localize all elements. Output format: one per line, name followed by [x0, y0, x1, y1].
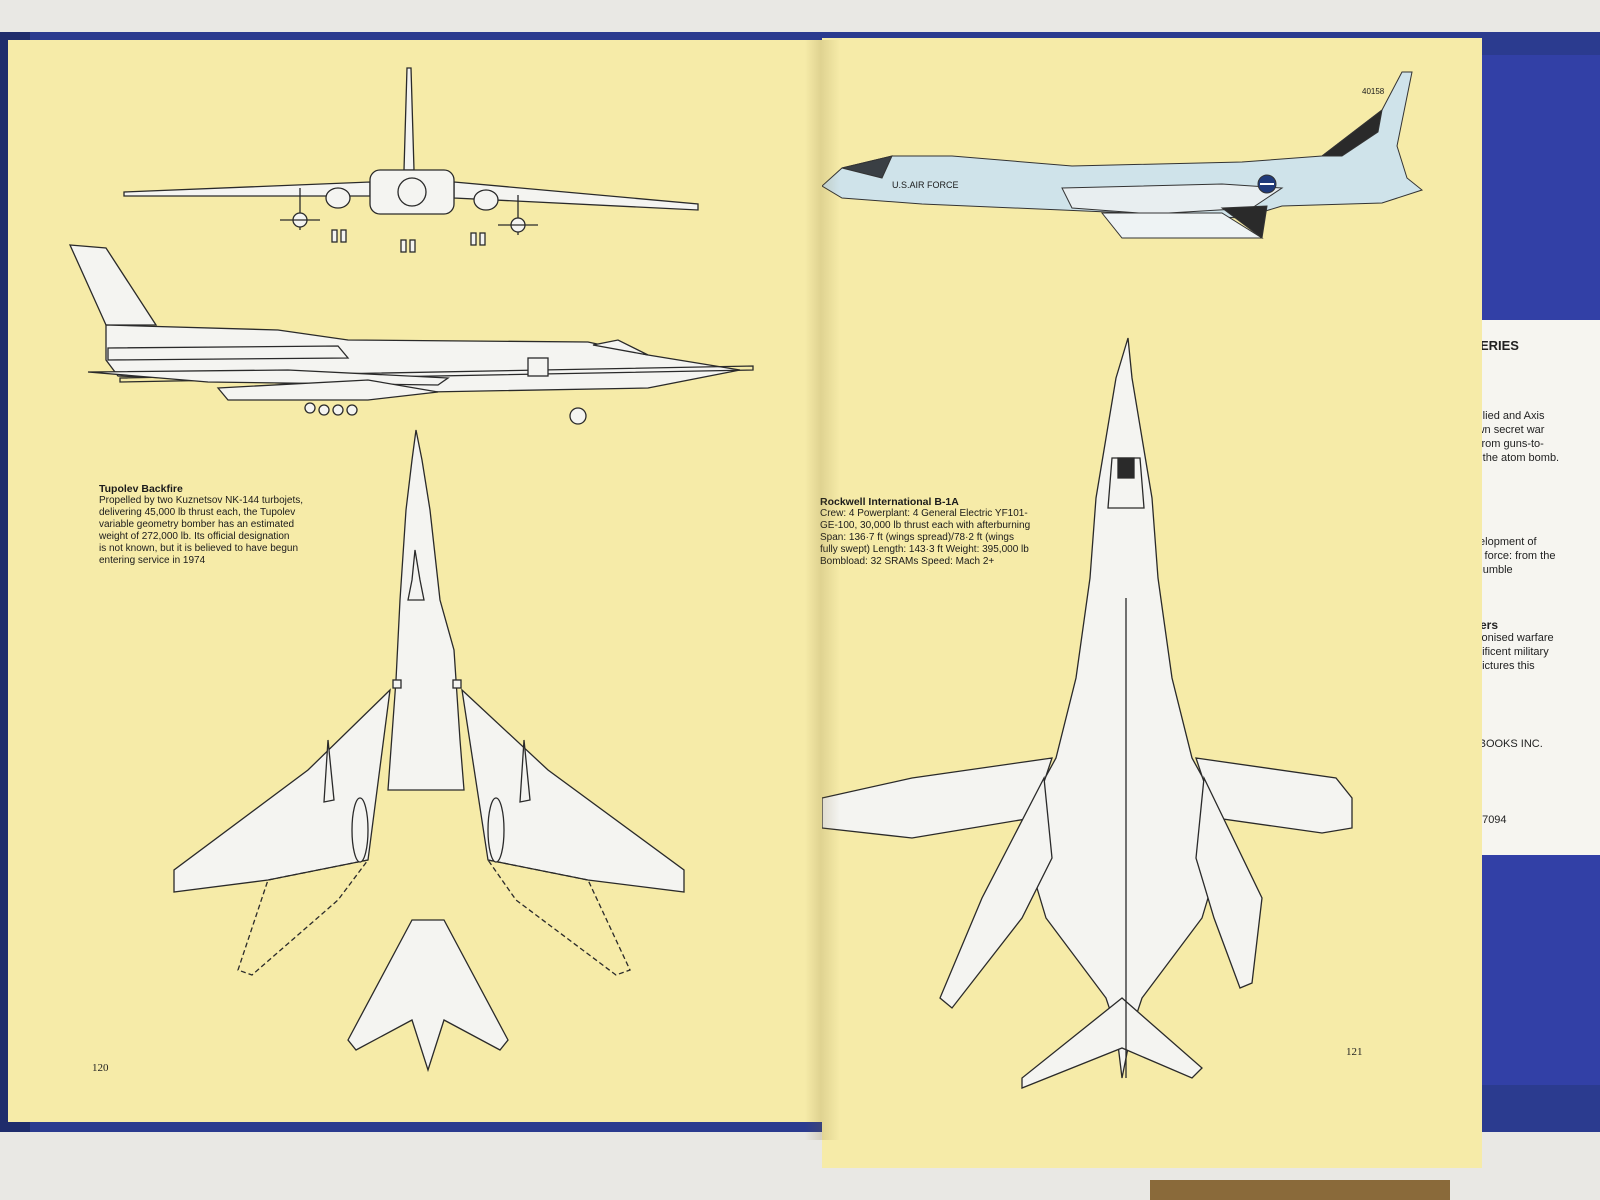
b1a-caption-line: Span: 136·7 ft (wings spread)/78·2 ft (w… — [820, 532, 1014, 543]
backfire-caption-line: entering service in 1974 — [99, 555, 206, 566]
b1a-photo-fuselage-marking: U.S.AIR FORCE — [892, 180, 959, 190]
backfire-caption-body: Propelled by two Kuznetsov NK-144 turboj… — [99, 495, 339, 567]
desk-strip — [1150, 1180, 1450, 1200]
b1a-caption: Rockwell International B-1A Crew: 4 Powe… — [820, 496, 1040, 568]
right-page: U.S.AIR FORCE 40158 Rockwell Internation… — [820, 38, 1482, 1168]
backfire-caption-title: Tupolev Backfire — [99, 483, 183, 495]
backfire-caption-line: is not known, but it is believed to have… — [99, 543, 299, 554]
b1a-plan-view — [822, 337, 1353, 1089]
left-page: Tupolev Backfire Propelled by two Kuznet… — [8, 40, 823, 1122]
b1a-caption-line: GE-100, 30,000 lb thrust each with after… — [820, 520, 1031, 531]
backfire-caption-line: variable geometry bomber has an estimate… — [99, 519, 295, 530]
backfire-caption: Tupolev Backfire Propelled by two Kuznet… — [99, 483, 339, 567]
tupolev-backfire-drawings — [68, 67, 754, 1073]
book-gutter — [805, 40, 840, 1140]
b1a-caption-title: Rockwell International B-1A — [820, 496, 959, 508]
b1a-caption-line: Bombload: 32 SRAMs Speed: Mach 2+ — [820, 556, 995, 567]
b1a-caption-body: Crew: 4 Powerplant: 4 General Electric Y… — [820, 508, 1040, 568]
b1a-caption-line: Crew: 4 Powerplant: 4 General Electric Y… — [820, 508, 1028, 519]
page-number-left: 120 — [92, 1062, 109, 1074]
backfire-caption-line: weight of 272,000 lb. Its official desig… — [99, 531, 290, 542]
page-number-right: 121 — [1346, 1046, 1363, 1058]
b1a-photo: U.S.AIR FORCE 40158 — [822, 71, 1424, 239]
rockwell-b1a-drawings: U.S.AIR FORCE 40158 — [822, 71, 1424, 1089]
backfire-caption-line: delivering 45,000 lb thrust each, the Tu… — [99, 507, 296, 518]
backfire-caption-line: Propelled by two Kuznetsov NK-144 turboj… — [99, 495, 303, 506]
backfire-side-view — [68, 244, 754, 425]
backfire-plan-view — [173, 429, 685, 1073]
b1a-photo-tail-number: 40158 — [1362, 87, 1385, 96]
backfire-front-view — [123, 67, 699, 253]
b1a-caption-line: fully swept) Length: 143·3 ft Weight: 39… — [820, 544, 1029, 555]
